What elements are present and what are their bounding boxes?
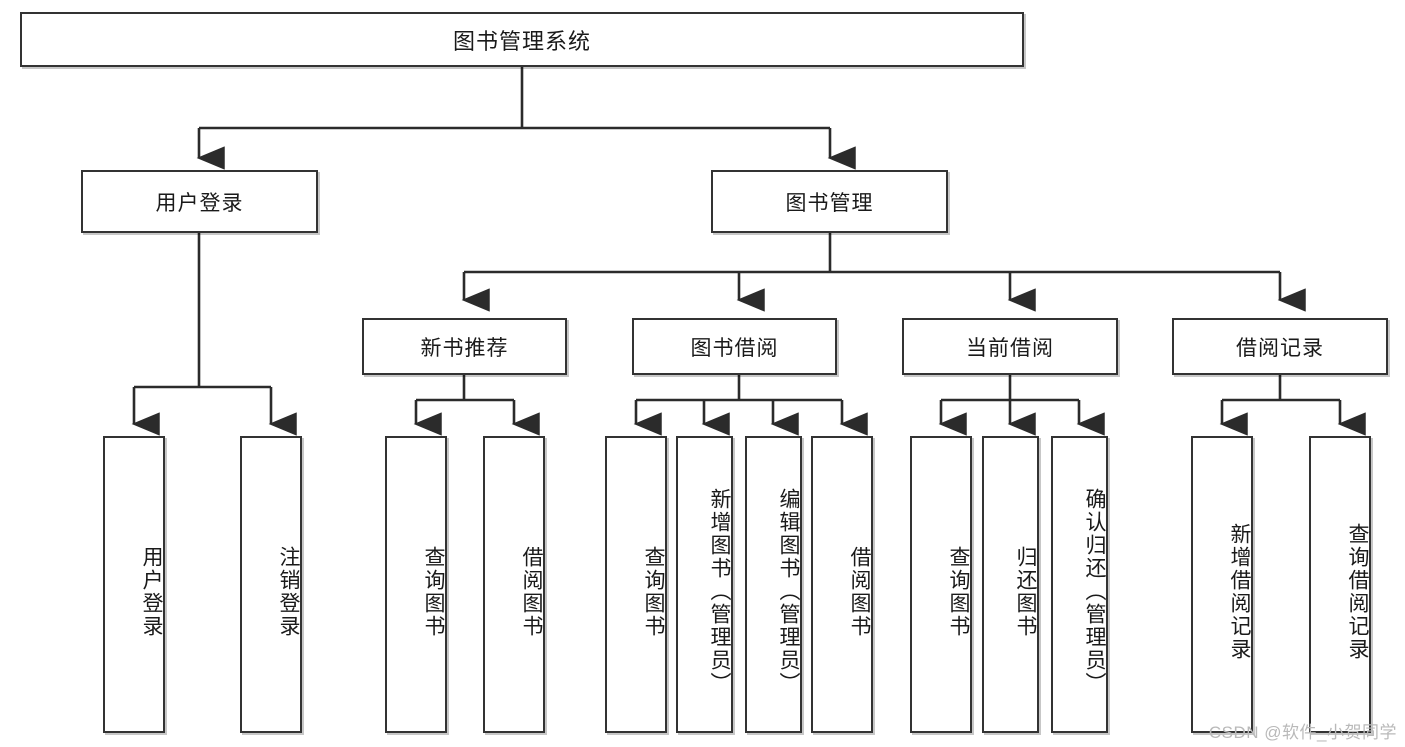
node-label: 查询图书 <box>947 545 970 638</box>
node-label: 用户登录 <box>140 545 163 638</box>
node-label: 当前借阅 <box>966 336 1054 360</box>
node-book-borrow[interactable]: 图书借阅 <box>632 318 837 375</box>
node-leaf-query-book-3[interactable]: 查询图书 <box>910 436 972 733</box>
node-label: 注销登录 <box>277 545 300 638</box>
node-leaf-query-book-2[interactable]: 查询图书 <box>605 436 667 733</box>
node-book-management[interactable]: 图书管理 <box>711 170 948 233</box>
node-current-borrow[interactable]: 当前借阅 <box>902 318 1118 375</box>
node-label: 图书管理系统 <box>452 28 591 54</box>
node-leaf-edit-book[interactable]: 编辑图书（管理员） <box>745 436 802 733</box>
node-label: 查询借阅记录 <box>1346 522 1369 661</box>
csdn-watermark: CSDN @软件_小贺同学 <box>1208 723 1397 742</box>
node-label: 图书管理 <box>785 191 874 215</box>
node-label: 归还图书 <box>1014 545 1037 638</box>
node-label: 用户登录 <box>155 191 244 215</box>
node-leaf-borrow-book-2[interactable]: 借阅图书 <box>811 436 873 733</box>
node-leaf-query-record[interactable]: 查询借阅记录 <box>1309 436 1371 733</box>
node-label: 图书借阅 <box>690 336 779 360</box>
node-user-login[interactable]: 用户登录 <box>81 170 318 233</box>
node-label: 确认归还（管理员） <box>1083 488 1106 695</box>
node-label: 借阅记录 <box>1236 336 1324 360</box>
node-leaf-add-record[interactable]: 新增借阅记录 <box>1191 436 1253 733</box>
node-leaf-user-login[interactable]: 用户登录 <box>103 436 165 733</box>
node-borrow-record[interactable]: 借阅记录 <box>1172 318 1388 375</box>
node-leaf-query-book-1[interactable]: 查询图书 <box>385 436 447 733</box>
node-root-book-management-system[interactable]: 图书管理系统 <box>20 12 1024 67</box>
node-label: 编辑图书（管理员） <box>777 488 800 695</box>
node-label: 查询图书 <box>642 545 665 638</box>
node-label: 查询图书 <box>422 545 445 638</box>
node-leaf-confirm-return[interactable]: 确认归还（管理员） <box>1051 436 1108 733</box>
node-label: 新增借阅记录 <box>1228 522 1251 661</box>
node-leaf-logout-login[interactable]: 注销登录 <box>240 436 302 733</box>
node-label: 新增图书（管理员） <box>708 488 731 695</box>
node-leaf-add-book[interactable]: 新增图书（管理员） <box>676 436 733 733</box>
node-leaf-return-book[interactable]: 归还图书 <box>982 436 1039 733</box>
node-leaf-borrow-book-1[interactable]: 借阅图书 <box>483 436 545 733</box>
node-label: 新书推荐 <box>420 336 509 360</box>
node-label: 借阅图书 <box>520 545 543 638</box>
node-new-book-recommend[interactable]: 新书推荐 <box>362 318 567 375</box>
node-label: 借阅图书 <box>848 545 871 638</box>
